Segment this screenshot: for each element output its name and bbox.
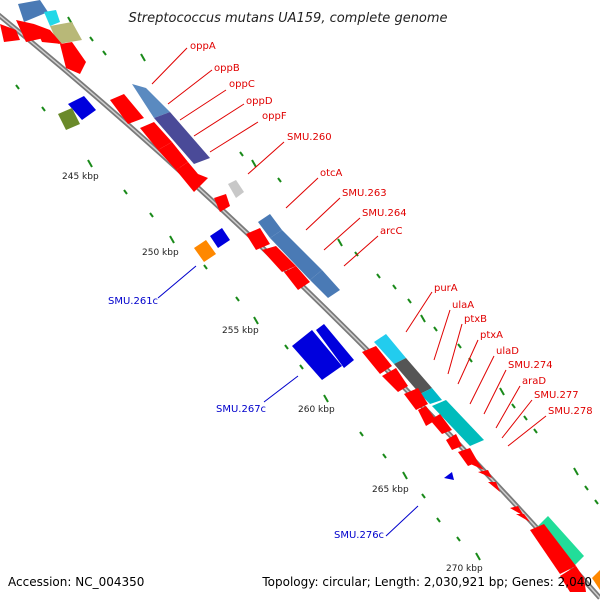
gene-label: ptxB xyxy=(464,314,487,325)
gene-label: SMU.277 xyxy=(534,390,579,401)
kbp-label: 270 kbp xyxy=(446,564,483,574)
gene-label: purA xyxy=(434,283,458,294)
kbp-label: 265 kbp xyxy=(372,485,409,495)
gene-label: oppF xyxy=(262,111,287,122)
gene-label: otcA xyxy=(320,168,343,179)
reverse-gene-arrows xyxy=(58,96,600,590)
kbp-label: 245 kbp xyxy=(62,172,99,182)
gene-label: oppC xyxy=(229,79,255,90)
gene-label: SMU.274 xyxy=(508,360,553,371)
forward-leader-lines xyxy=(151,47,547,447)
gene-label-reverse: SMU.261c xyxy=(108,296,158,307)
gene-label: SMU.264 xyxy=(362,208,407,219)
gene-label: oppA xyxy=(190,41,216,52)
tick-marks xyxy=(15,16,599,561)
gene-label: araD xyxy=(522,376,546,387)
gene-label: SMU.260 xyxy=(287,132,332,143)
gene-label-reverse: SMU.267c xyxy=(216,404,266,415)
kbp-label: 260 kbp xyxy=(298,405,335,415)
kbp-label: 255 kbp xyxy=(222,326,259,336)
gene-label: arcC xyxy=(380,226,403,237)
forward-gene-arrows xyxy=(0,20,586,592)
gene-label: SMU.263 xyxy=(342,188,387,199)
forward-gene-boxes xyxy=(18,0,584,570)
genome-backbone xyxy=(0,12,600,600)
reverse-leader-lines xyxy=(157,265,419,537)
gene-label: ulaA xyxy=(452,300,474,311)
gene-label: SMU.278 xyxy=(548,406,593,417)
gene-label: oppB xyxy=(214,63,240,74)
gene-label: ulaD xyxy=(496,346,519,357)
genome-summary-text: Topology: circular; Length: 2,030,921 bp… xyxy=(261,575,592,589)
genome-title: Streptococcus mutans UA159, complete gen… xyxy=(128,11,447,26)
gene-label: ptxA xyxy=(480,330,503,341)
gene-label-reverse: SMU.276c xyxy=(334,530,384,541)
accession-text: Accession: NC_004350 xyxy=(8,575,144,589)
kbp-label: 250 kbp xyxy=(142,248,179,258)
gene-label: oppD xyxy=(246,96,273,107)
